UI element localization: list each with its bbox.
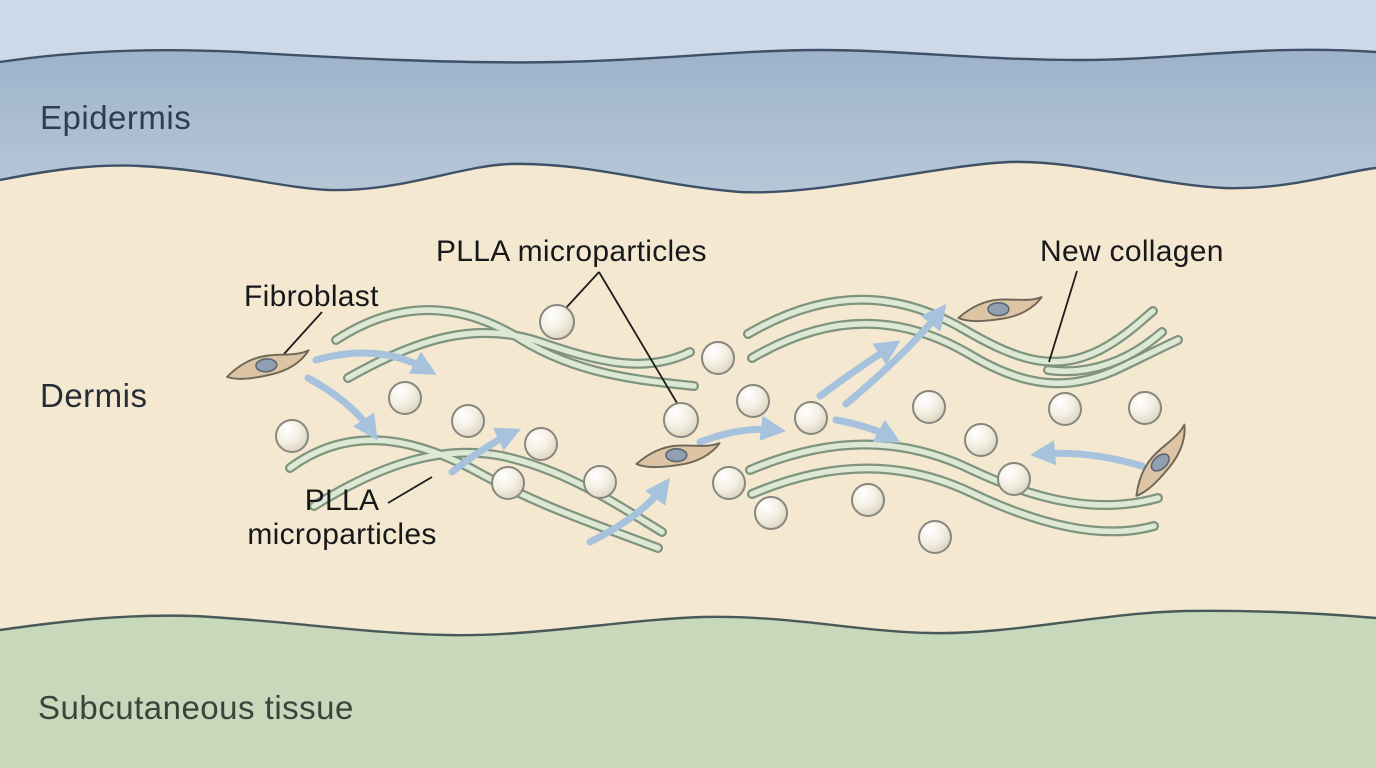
plla-top-leader-line-right bbox=[598, 271, 678, 404]
arrow-down-right bbox=[304, 374, 378, 441]
leader-lines bbox=[283, 270, 1078, 504]
arrow-to-middle-fibroblast bbox=[586, 477, 670, 546]
plla-microparticles-label-bottom: PLLA microparticles bbox=[232, 484, 452, 552]
fibroblast-label: Fibroblast bbox=[244, 280, 379, 313]
arrow-right-middle bbox=[696, 415, 787, 446]
new-collagen-leader-line bbox=[1048, 270, 1078, 363]
plla-microparticle bbox=[918, 520, 952, 554]
epidermis-label: Epidermis bbox=[40, 99, 192, 136]
plla-microparticle bbox=[754, 496, 788, 530]
plla-microparticle bbox=[275, 419, 309, 453]
dermis-subcutaneous-boundary-line bbox=[0, 609, 1376, 637]
epidermis-dermis-boundary-line bbox=[0, 160, 1376, 194]
plla-bottom-leader-line bbox=[387, 476, 433, 504]
plla-microparticle bbox=[794, 401, 828, 435]
plla-bottom-line1: PLLA bbox=[304, 484, 380, 517]
plla-microparticle bbox=[701, 341, 735, 375]
plla-microparticle bbox=[736, 384, 770, 418]
skin-surface-layer bbox=[0, 0, 1376, 63]
arrow-up-right-small bbox=[448, 427, 522, 476]
epidermis-layer bbox=[0, 49, 1376, 193]
arrow-left bbox=[1029, 440, 1146, 470]
plla-microparticles-label-top: PLLA microparticles bbox=[436, 235, 707, 268]
arrow-right-from-fibroblast bbox=[312, 349, 437, 375]
plla-microparticle bbox=[1128, 391, 1162, 425]
plla-microparticle bbox=[712, 466, 746, 500]
arrow-up-right-short bbox=[816, 340, 901, 400]
plla-microparticle bbox=[851, 483, 885, 517]
subcutaneous-layer bbox=[0, 610, 1376, 768]
signal-arrows bbox=[304, 304, 1146, 546]
plla-microparticle bbox=[451, 404, 485, 438]
plla-microparticle bbox=[663, 402, 699, 438]
subcutaneous-tissue-label: Subcutaneous tissue bbox=[38, 689, 354, 726]
skin-surface-boundary-line bbox=[0, 48, 1376, 64]
plla-microparticle bbox=[1048, 392, 1082, 426]
plla-microparticle bbox=[997, 462, 1031, 496]
plla-microparticle bbox=[912, 390, 946, 424]
dermis-label: Dermis bbox=[40, 377, 148, 414]
plla-bottom-line2: microparticles bbox=[247, 518, 437, 551]
plla-microparticle bbox=[539, 304, 575, 340]
arrow-up-right-long bbox=[842, 304, 947, 408]
plla-microparticle bbox=[583, 465, 617, 499]
plla-microparticle bbox=[964, 423, 998, 457]
plla-microparticle bbox=[491, 466, 525, 500]
fibroblast-leader-line bbox=[283, 311, 323, 355]
plla-top-leader-line-left bbox=[564, 271, 600, 310]
plla-microparticle bbox=[524, 427, 558, 461]
plla-microparticle bbox=[388, 381, 422, 415]
new-collagen-label: New collagen bbox=[1040, 235, 1224, 268]
arrow-right-down bbox=[832, 416, 901, 443]
plla-microparticles bbox=[275, 304, 1162, 554]
